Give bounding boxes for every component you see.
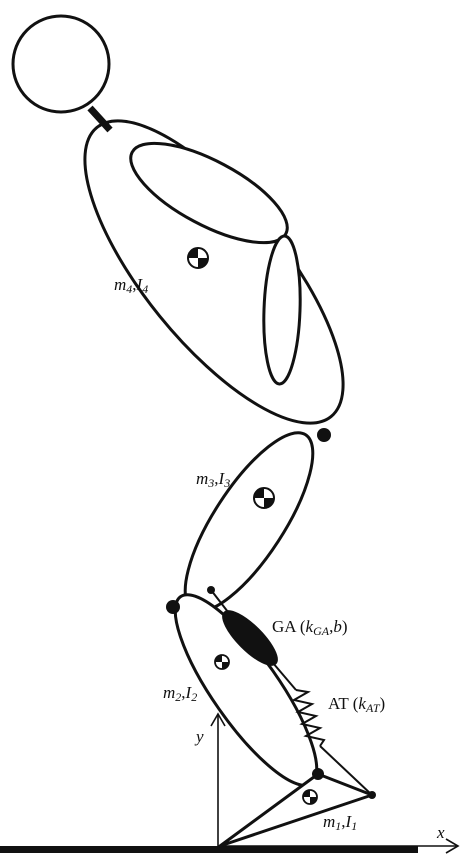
ground-bar [0,846,418,853]
torso-ellipse [83,119,345,425]
com-torso-icon [187,247,209,269]
thigh-label: m3,I3 [196,469,230,490]
muscle-tendon-unit [210,589,373,796]
neck [87,105,113,133]
knee-joint [166,600,180,614]
coordinate-axes [210,712,460,854]
forearm [262,234,302,386]
y-axis-arrowhead [210,712,226,727]
y-axis-label: y [194,727,204,746]
x-axis-label: x [436,823,445,842]
foot-segment [218,772,374,848]
torso-segment [83,119,345,425]
ga-origin-point [207,586,215,594]
arm [129,141,302,386]
ga-muscle [222,610,278,666]
at-label: AT (kAT) [328,694,385,715]
heel-point [368,791,376,799]
hip-joint [317,428,331,442]
head [11,14,111,114]
torso-label: m4,I4 [114,275,148,296]
upper-arm [129,141,289,245]
ankle-joint [312,768,324,780]
shank-label: m2,I2 [163,683,197,704]
com-shank-icon [214,654,230,670]
at-lower-line [319,745,373,796]
joints [166,428,376,799]
ga-lower-line [272,662,297,691]
ga-upper-line [210,589,229,613]
ga-label: GA (kGA,b) [272,617,348,638]
com-thigh-icon [253,487,275,509]
foot-label: m1,I1 [323,812,357,833]
com-foot-icon [302,789,318,805]
x-axis-arrowhead [445,838,460,854]
at-spring [291,689,326,747]
